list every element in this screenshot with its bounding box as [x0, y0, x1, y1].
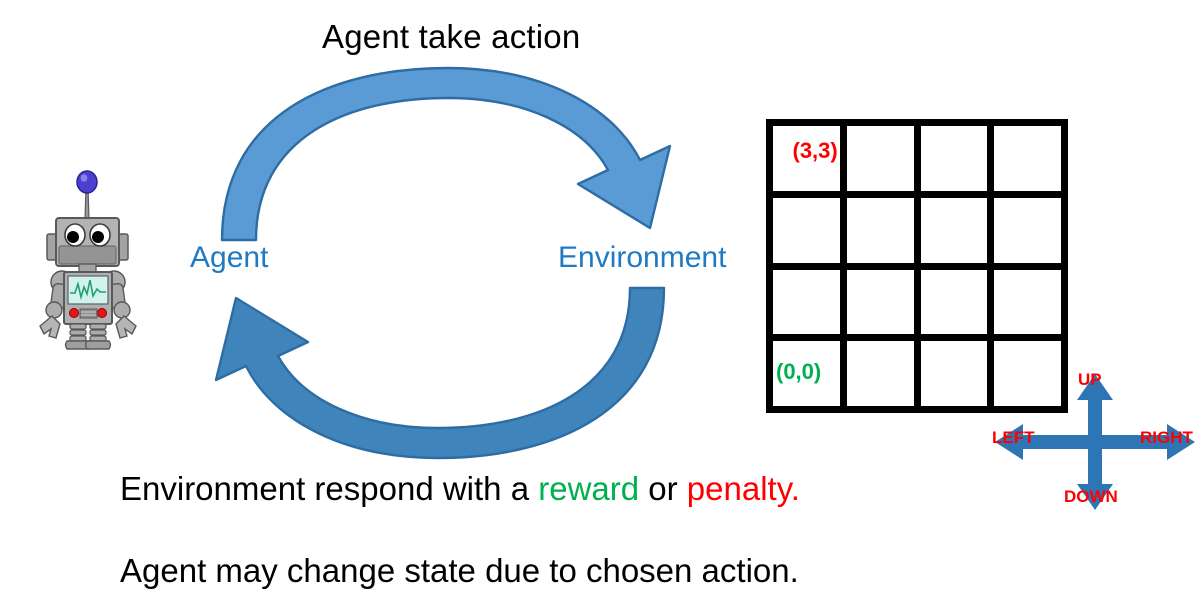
grid-cell[interactable]: [920, 269, 988, 335]
caption-keyword-penalty: penalty.: [686, 470, 800, 507]
action-compass-icon: [995, 374, 1195, 510]
grid-cell[interactable]: [773, 197, 840, 263]
grid-cell[interactable]: [994, 341, 1061, 406]
grid-cell[interactable]: [920, 197, 988, 263]
grid-cell[interactable]: [994, 197, 1061, 263]
start-coordinate-label: (0,0): [776, 359, 822, 385]
compass-label-left: LEFT: [992, 428, 1035, 447]
node-label-agent: Agent: [190, 241, 269, 274]
caption-reward-middle: or: [639, 470, 687, 507]
compass-label-right: RIGHT: [1140, 428, 1193, 447]
grid-cell[interactable]: [846, 269, 914, 335]
caption-keyword-reward: reward: [538, 470, 640, 507]
caption-reward-prefix: Environment respond with a: [120, 470, 539, 507]
grid-cell[interactable]: (3,3): [773, 126, 840, 191]
grid-cell[interactable]: [920, 126, 988, 191]
goal-coordinate-label: (3,3): [792, 138, 838, 163]
cycle-arrow-loop: [214, 66, 672, 460]
grid-cell[interactable]: [994, 269, 1061, 335]
page-title: Agent take action: [322, 18, 581, 55]
grid-cell[interactable]: [994, 126, 1061, 191]
node-label-environment: Environment: [558, 241, 727, 274]
grid-cell[interactable]: [773, 269, 840, 335]
grid-cell[interactable]: (0,0): [773, 341, 840, 406]
caption-reward-line: Environment respond with a reward or pen…: [120, 470, 800, 508]
grid-world: (3,3) (0,0): [766, 119, 1068, 413]
arrow-agent-to-environment: [220, 66, 672, 242]
grid-cell[interactable]: [846, 197, 914, 263]
compass-label-down: DOWN: [1064, 487, 1118, 506]
grid-cell[interactable]: [846, 126, 914, 191]
caption-state-line: Agent may change state due to chosen act…: [120, 552, 799, 589]
grid-cell[interactable]: [920, 341, 988, 406]
grid-cell[interactable]: [846, 341, 914, 406]
compass-label-up: UP: [1078, 370, 1102, 389]
robot-mascot-icon: [39, 170, 137, 350]
arrow-environment-to-agent: [214, 286, 666, 460]
